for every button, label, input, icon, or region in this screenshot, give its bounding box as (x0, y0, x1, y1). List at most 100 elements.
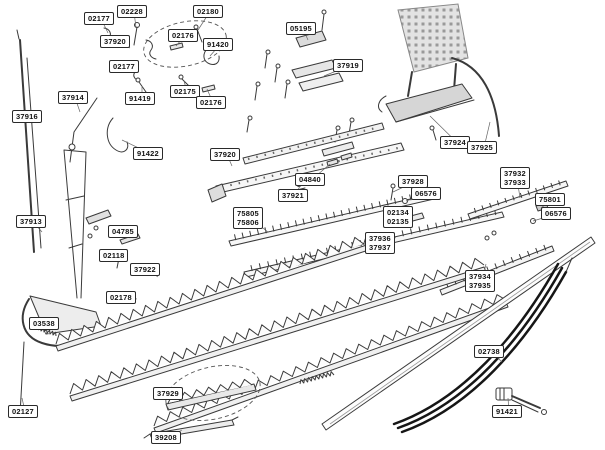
part-label-04840[interactable]: 04840 (295, 173, 325, 186)
belt-end (565, 257, 573, 273)
screw (491, 230, 497, 236)
swing-arm (69, 97, 98, 163)
part-label-37920[interactable]: 37920 (100, 35, 130, 48)
part-number: 02178 (110, 293, 132, 302)
bolt-shank (254, 85, 258, 101)
small-bolt (93, 225, 99, 231)
part-label-02177[interactable]: 02177 (84, 12, 114, 25)
left-lifter-assembly (16, 29, 141, 416)
part-number: 37929 (157, 389, 179, 398)
part-label-37920[interactable]: 37920 (210, 148, 240, 161)
outer-bar-section (467, 180, 569, 220)
part-label-02176[interactable]: 02176 (196, 96, 226, 109)
part-label-75801[interactable]: 75801 (535, 193, 565, 206)
part-label-06576[interactable]: 06576 (411, 187, 441, 200)
part-number: 02180 (197, 7, 219, 16)
part-label-37921[interactable]: 37921 (278, 189, 308, 202)
part-label-02176[interactable]: 02176 (168, 29, 198, 42)
part-number: 91419 (129, 94, 151, 103)
part-label-37913[interactable]: 37913 (16, 215, 46, 228)
part-number: 37920 (214, 150, 236, 159)
angle-channel (385, 83, 473, 123)
channel-edge (395, 99, 475, 123)
part-label-91422[interactable]: 91422 (133, 147, 163, 160)
bolt-head (285, 79, 291, 85)
part-label-02738[interactable]: 02738 (474, 345, 504, 358)
part-label-91419[interactable]: 91419 (125, 92, 155, 105)
curved-brace (451, 57, 500, 137)
part-number: 75805 (237, 209, 259, 218)
header-frame (378, 3, 500, 141)
part-label-06576[interactable]: 06576 (541, 207, 571, 220)
bolt-shank (246, 119, 250, 133)
pin-head (178, 74, 184, 80)
pin-head (135, 77, 141, 83)
part-number: 02175 (174, 87, 196, 96)
part-number: 39208 (155, 433, 177, 442)
part-number: 02134 (387, 208, 409, 217)
knife-sections-1 (55, 232, 377, 345)
coupler-rod-2 (511, 399, 539, 413)
part-label-37925[interactable]: 37925 (467, 141, 497, 154)
part-label-37924[interactable]: 37924 (440, 136, 470, 149)
bolt-head (321, 9, 327, 15)
part-label-05195[interactable]: 05195 (286, 22, 316, 35)
perforated-frame-plate (397, 3, 469, 73)
part-label-37914[interactable]: 37914 (58, 91, 88, 104)
bolt-shank (274, 67, 278, 83)
part-number: 37925 (471, 143, 493, 152)
part-label-03538[interactable]: 03538 (29, 317, 59, 330)
part-number: 37934 (469, 272, 491, 281)
strap-ends (143, 416, 239, 439)
part-label-37922[interactable]: 37922 (130, 263, 160, 276)
part-label-02118[interactable]: 02118 (99, 249, 129, 262)
screw (484, 235, 490, 241)
washer (402, 198, 408, 204)
bolt-shank (432, 129, 437, 141)
detail-callout-ellipse (143, 20, 227, 68)
pin (138, 81, 147, 93)
part-label-37919[interactable]: 37919 (333, 59, 363, 72)
part-number: 37913 (20, 217, 42, 226)
part-label-37916[interactable]: 37916 (12, 110, 42, 123)
part-label-02178[interactable]: 02178 (106, 291, 136, 304)
bolt-head (349, 117, 355, 123)
part-label-02175[interactable]: 02175 (170, 85, 200, 98)
part-label-37929[interactable]: 37929 (153, 387, 183, 400)
bolt-head (265, 49, 271, 55)
part-label-91421[interactable]: 91421 (492, 405, 522, 418)
bolt-head (275, 63, 281, 69)
keeper-plate (169, 42, 184, 51)
part-label-02180[interactable]: 02180 (193, 5, 223, 18)
spring-clip (145, 39, 157, 60)
bolt-head (429, 125, 435, 131)
part-number: 02738 (478, 347, 500, 356)
bolt-shank (264, 53, 268, 69)
spacer-plate (321, 141, 355, 157)
part-label-91420[interactable]: 91420 (203, 38, 233, 51)
small-bolt (87, 233, 93, 239)
part-number: 04785 (112, 227, 134, 236)
outer-bar-rivets (473, 180, 561, 213)
outer-guard-bar (439, 245, 555, 296)
rail-edge (329, 241, 591, 425)
part-label-04785[interactable]: 04785 (108, 225, 138, 238)
part-number: 37933 (504, 178, 526, 187)
bolt-shank (284, 83, 288, 99)
pivot-bolt (68, 143, 76, 151)
part-number: 37924 (444, 138, 466, 147)
part-label-02228[interactable]: 02228 (117, 5, 147, 18)
part-label-39208[interactable]: 39208 (151, 431, 181, 444)
knife-back-rivets (234, 190, 427, 241)
part-label-02177[interactable]: 02177 (109, 60, 139, 73)
part-number: 02228 (121, 7, 143, 16)
part-label-02127[interactable]: 02127 (8, 405, 38, 418)
